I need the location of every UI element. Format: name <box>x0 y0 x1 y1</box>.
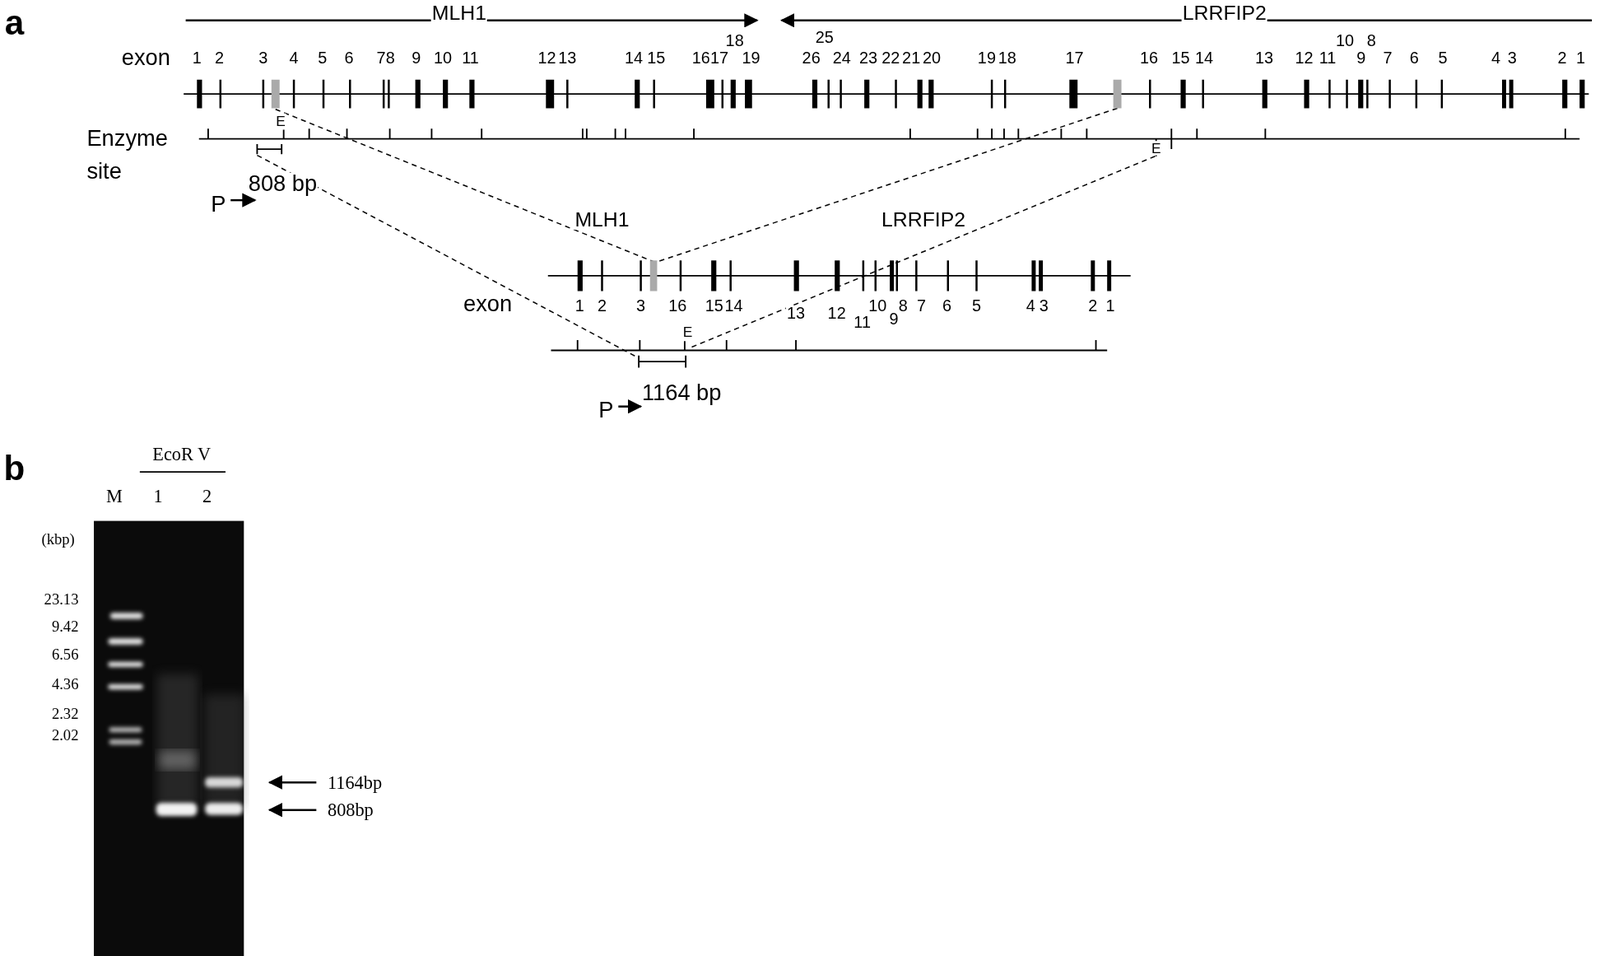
figure-label: E <box>274 113 287 128</box>
figure-label: 11 <box>852 314 872 331</box>
figure-label: 11 <box>460 50 480 67</box>
figure-label: 3 <box>635 297 647 315</box>
figure-label: 13 <box>557 50 578 67</box>
figure-label: 6.56 <box>51 646 80 663</box>
figure-label: 10 <box>432 50 454 67</box>
figure-label: MLH1 <box>431 1 489 23</box>
figure-label: EcoR V <box>151 445 212 464</box>
figure-label: 1164 bp <box>641 381 723 405</box>
figure-label: 9.42 <box>51 618 80 635</box>
figure-label: 2 <box>201 487 214 506</box>
figure-label: 5 <box>971 297 983 315</box>
figure-label: 19 <box>740 50 762 67</box>
figure-label: 3 <box>1506 50 1519 67</box>
figure-label: 13 <box>786 305 807 322</box>
figure-label: 21 <box>901 50 922 67</box>
figure-label: 2 <box>213 50 226 67</box>
figure-label: P <box>597 399 615 422</box>
figure-label: 16 <box>667 297 689 315</box>
figure-label: LRRFIP2 <box>880 209 967 230</box>
figure-label: 2 <box>596 297 609 315</box>
figure-label: LRRFIP2 <box>1181 1 1268 23</box>
figure-label: 23.13 <box>42 591 80 608</box>
figure-label: 5 <box>316 50 329 67</box>
figure-label: 17 <box>1064 50 1085 67</box>
figure-label: 19 <box>976 50 998 67</box>
figure-label: 2 <box>1556 50 1568 67</box>
figure-label: 4 <box>288 50 300 67</box>
figure-label: 8 <box>1366 32 1378 50</box>
figure-label: E <box>1150 140 1163 155</box>
figure-label: 12 <box>1293 50 1315 67</box>
figure-label: 16 <box>690 50 712 67</box>
figure-label: 14 <box>623 50 645 67</box>
figure-label: b <box>2 450 26 485</box>
figure-label: 17 <box>709 50 731 67</box>
figure-label: (kbp) <box>40 531 76 548</box>
figure-label: E <box>682 324 694 339</box>
figure-label: Enzyme site <box>85 122 185 188</box>
figure-label: M <box>105 487 124 506</box>
figure-label: 16 <box>1139 50 1160 67</box>
figure-label: 1 <box>191 50 204 67</box>
figure-label: 12 <box>536 50 558 67</box>
figure-label: 18 <box>724 32 745 50</box>
figure-label: 6 <box>941 297 954 315</box>
figure-label: a <box>3 4 25 40</box>
figure-label: 15 <box>1170 50 1191 67</box>
figure-label: 22 <box>880 50 902 67</box>
figure-label: 1 <box>573 297 586 315</box>
figure-label: P <box>209 192 228 215</box>
figure-label: 2.32 <box>51 706 80 722</box>
figure-label: 9 <box>1355 50 1368 67</box>
figure-label: 4 <box>1490 50 1503 67</box>
figure-label: 1 <box>1575 50 1587 67</box>
figure-label: exon <box>462 293 514 316</box>
figure-label: 15 <box>646 50 667 67</box>
figure-label: 3 <box>1038 297 1051 315</box>
figure-label: exon <box>120 46 172 70</box>
figure-label: 24 <box>832 50 853 67</box>
figure-label: 12 <box>826 305 847 322</box>
figure-label: 2 <box>1087 297 1099 315</box>
figure-label: 4.36 <box>51 676 80 693</box>
figure-label: MLH1 <box>573 209 631 230</box>
figure-label: 5 <box>1437 50 1449 67</box>
figure-label: 26 <box>800 50 822 67</box>
figure-label: 14 <box>723 297 745 315</box>
figure-label: 6 <box>1409 50 1421 67</box>
figure-label: 78 <box>375 50 396 67</box>
figure-label: 14 <box>1194 50 1215 67</box>
figure-label: 18 <box>996 50 1018 67</box>
figure-label: 6 <box>343 50 355 67</box>
figure-label: 15 <box>704 297 726 315</box>
figure-label: 1 <box>1104 297 1117 315</box>
figure-label: 1164bp <box>326 772 384 791</box>
figure-label: 10 <box>867 297 889 315</box>
figure-label: 10 <box>1334 32 1356 50</box>
figure-label: 7 <box>916 297 928 315</box>
figure-label: 2.02 <box>51 727 80 744</box>
figure-label: 25 <box>813 29 835 47</box>
figure-label: 4 <box>1024 297 1037 315</box>
figure-label: 20 <box>921 50 943 67</box>
gel-image <box>93 520 245 956</box>
figure-label: 13 <box>1254 50 1275 67</box>
figure-label: 808 bp <box>246 172 318 196</box>
figure-label: 8 <box>897 297 909 315</box>
figure-label: 7 <box>1381 50 1394 67</box>
figure-label: 9 <box>410 50 423 67</box>
figure-label: 3 <box>257 50 270 67</box>
figure-label: 11 <box>1317 50 1337 67</box>
figure-label: 23 <box>858 50 880 67</box>
figure-label: 808bp <box>326 800 375 819</box>
figure-label: 1 <box>152 487 164 506</box>
